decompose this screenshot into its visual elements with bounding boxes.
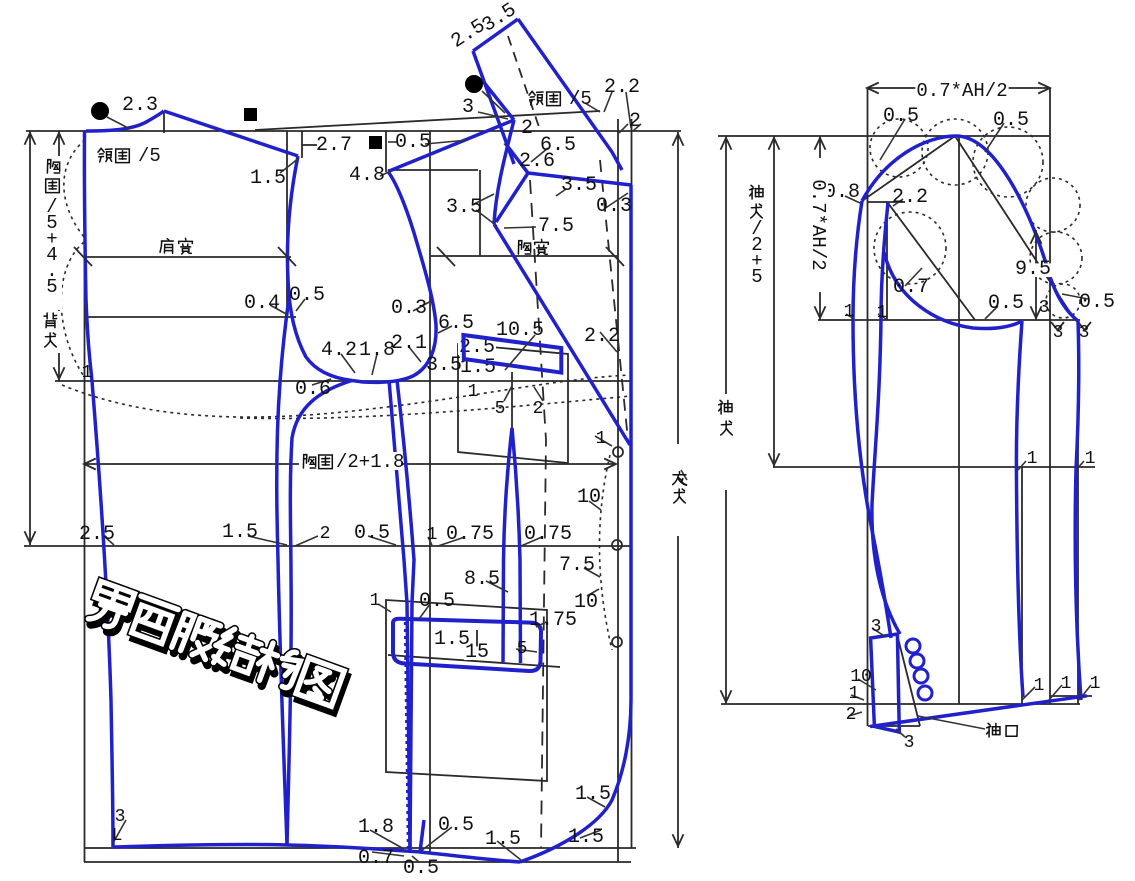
svg-text:+: + [751, 250, 762, 272]
svg-text:3.5: 3.5 [446, 196, 482, 219]
svg-text:5: 5 [495, 399, 506, 419]
svg-text:0.7*AH/2: 0.7*AH/2 [916, 80, 1007, 102]
svg-text:0.5: 0.5 [354, 522, 390, 545]
svg-text:2.5: 2.5 [459, 336, 495, 359]
svg-text:2.3: 2.3 [122, 94, 158, 117]
svg-text:2.5: 2.5 [79, 523, 115, 546]
svg-text:0.3: 0.3 [391, 297, 427, 320]
svg-text:+: + [46, 228, 57, 250]
svg-text:6.5: 6.5 [540, 134, 576, 157]
svg-text:5: 5 [517, 639, 528, 659]
svg-text:0.5: 0.5 [289, 284, 325, 307]
svg-text:2.2: 2.2 [604, 76, 640, 99]
svg-text:1: 1 [82, 363, 93, 383]
svg-text:3: 3 [1079, 323, 1090, 343]
svg-text:1.5: 1.5 [568, 826, 604, 849]
svg-text:1: 1 [1061, 674, 1072, 694]
svg-text:3: 3 [462, 96, 474, 119]
svg-text:1: 1 [1090, 674, 1101, 694]
svg-text:1: 1 [468, 382, 479, 402]
svg-text:0.5: 0.5 [883, 105, 919, 128]
svg-text:2.7: 2.7 [316, 134, 352, 157]
svg-text:5: 5 [46, 212, 57, 234]
svg-text:0.5: 0.5 [403, 857, 439, 880]
svg-text:1: 1 [1034, 676, 1045, 696]
svg-text:1: 1 [844, 302, 855, 322]
svg-text:1: 1 [596, 429, 607, 449]
svg-text:8.5: 8.5 [464, 568, 500, 591]
svg-text:/5: /5 [569, 88, 592, 110]
svg-text:10: 10 [850, 667, 872, 687]
svg-text:L: L [112, 826, 123, 846]
svg-text:9.5: 9.5 [1015, 258, 1051, 281]
svg-text:0.5: 0.5 [395, 131, 431, 154]
svg-text:0.6: 0.6 [295, 378, 331, 401]
svg-text:4.8: 4.8 [349, 164, 385, 187]
svg-text:5: 5 [751, 266, 762, 288]
svg-text:1.5: 1.5 [575, 783, 611, 806]
svg-text:2: 2 [846, 705, 857, 725]
svg-text:2: 2 [751, 234, 762, 256]
svg-text:3: 3 [115, 807, 126, 827]
svg-text:2.2: 2.2 [892, 186, 928, 209]
svg-text:7.5: 7.5 [559, 554, 595, 577]
svg-text:1: 1 [427, 525, 438, 545]
svg-text:3: 3 [1053, 323, 1064, 343]
svg-text:0.5: 0.5 [438, 814, 474, 837]
svg-text:0.5: 0.5 [419, 590, 455, 613]
svg-text:0.5: 0.5 [988, 292, 1024, 315]
svg-text:/5: /5 [138, 145, 161, 167]
svg-text:1: 1 [370, 591, 381, 611]
svg-text:0.3: 0.3 [596, 195, 632, 218]
svg-text:2: 2 [533, 399, 544, 419]
svg-text:1: 1 [1085, 449, 1096, 469]
svg-text:3: 3 [904, 733, 915, 753]
svg-text:1: 1 [1027, 449, 1038, 469]
svg-text:10: 10 [577, 486, 601, 509]
svg-text:10: 10 [574, 591, 598, 614]
svg-text:3.5: 3.5 [426, 354, 462, 377]
svg-text:1.8: 1.8 [358, 816, 394, 839]
svg-text:0.75: 0.75 [524, 523, 572, 546]
svg-text:6.5: 6.5 [438, 312, 474, 335]
svg-text:2.1: 2.1 [391, 332, 427, 355]
svg-text:2.6: 2.6 [519, 150, 555, 173]
svg-text:1.5: 1.5 [250, 167, 286, 190]
svg-text:1: 1 [849, 684, 860, 704]
svg-text:/2+1.8: /2+1.8 [336, 451, 404, 473]
svg-text:3: 3 [871, 617, 882, 637]
svg-text:2: 2 [320, 524, 331, 544]
svg-text:1.5: 1.5 [485, 828, 521, 851]
svg-text:15: 15 [465, 641, 489, 664]
svg-text:/: / [46, 196, 57, 218]
svg-text:0.5: 0.5 [1079, 291, 1115, 314]
svg-text:7.5: 7.5 [538, 215, 574, 238]
svg-text:0.8: 0.8 [824, 181, 860, 204]
svg-text:10.5: 10.5 [496, 319, 544, 342]
svg-text:5: 5 [46, 276, 57, 298]
svg-text:4.2: 4.2 [321, 339, 357, 362]
svg-text:0.4: 0.4 [244, 292, 280, 315]
svg-text:0.7: 0.7 [358, 847, 394, 870]
svg-text:2.2: 2.2 [584, 325, 620, 348]
svg-text:1.8: 1.8 [359, 339, 395, 362]
svg-text:0.75: 0.75 [446, 523, 494, 546]
svg-text:0.7: 0.7 [893, 276, 929, 299]
svg-text:4: 4 [46, 244, 57, 266]
svg-text:3: 3 [1039, 298, 1050, 318]
svg-text:1.75: 1.75 [529, 609, 577, 632]
svg-text:/: / [751, 218, 762, 240]
svg-text:3.5: 3.5 [561, 174, 597, 197]
svg-text:0.7*AH/2: 0.7*AH/2 [807, 179, 829, 270]
svg-text:2: 2 [521, 117, 533, 140]
svg-text:0.5: 0.5 [993, 109, 1029, 132]
svg-text:1: 1 [877, 303, 888, 323]
svg-text:1.5: 1.5 [222, 521, 258, 544]
svg-text:1.5: 1.5 [434, 628, 470, 651]
svg-text:.: . [46, 260, 57, 282]
svg-text:2: 2 [629, 110, 641, 133]
